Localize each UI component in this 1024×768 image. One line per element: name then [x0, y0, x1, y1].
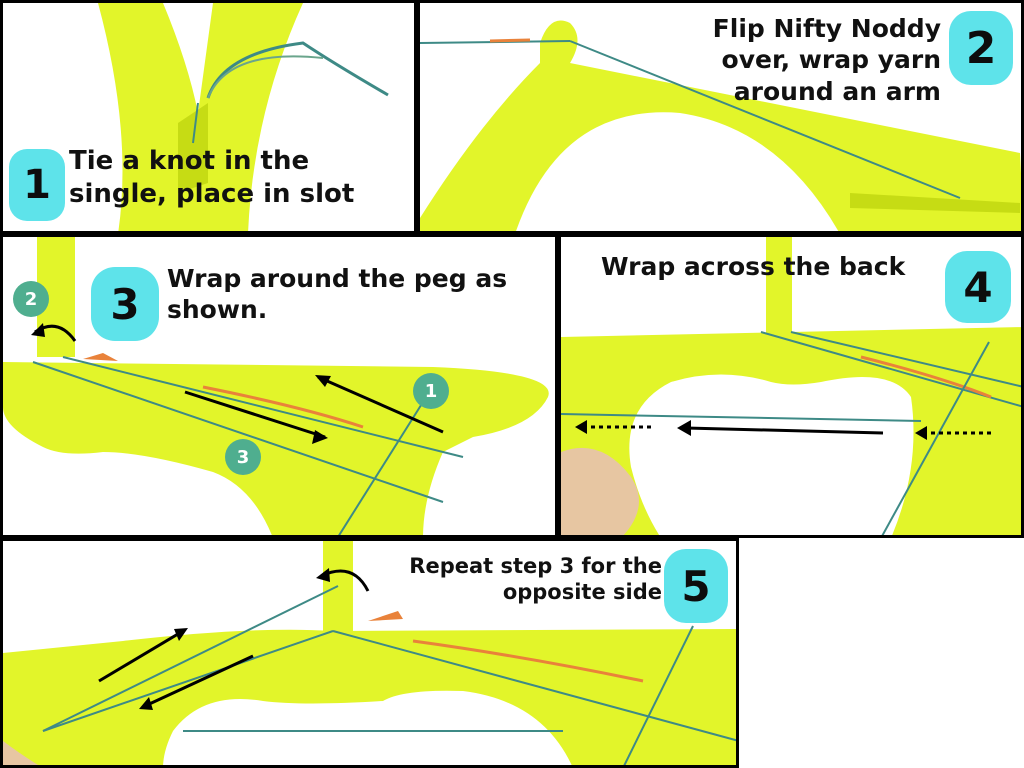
dotted-arrow-icon	[915, 426, 991, 440]
straight-arrow-icon	[184, 390, 328, 444]
step-1-caption: Tie a knot in the single, place in slot	[69, 146, 355, 209]
curved-arrow-icon	[316, 568, 370, 592]
step-1-badge: 1	[9, 149, 65, 221]
dotted-arrow-icon	[575, 420, 651, 434]
step-1-panel: 1 Tie a knot in the single, place in slo…	[0, 0, 417, 234]
step-4-caption: Wrap across the back	[601, 252, 906, 281]
straight-arrow-icon	[677, 420, 884, 436]
step-5-photo	[3, 541, 736, 765]
step-1-photo	[98, 3, 389, 231]
step-3-marker-1: 1	[413, 373, 449, 409]
step-4-badge: 4	[945, 251, 1011, 323]
step-5-panel: Repeat step 3 for the opposite side 5	[0, 538, 739, 768]
step-2-badge: 2	[949, 11, 1013, 85]
step-3-marker-3: 3	[225, 439, 261, 475]
curved-arrow-icon	[31, 323, 77, 342]
step-3-marker-2: 2	[13, 281, 49, 317]
step-2-photo	[420, 20, 1021, 231]
step-2-panel: Flip Nifty Noddy over, wrap yarn around …	[417, 0, 1024, 234]
step-3-panel: 2 1 3 3 Wrap around the peg as shown.	[0, 234, 558, 538]
step-4-panel: Wrap across the back 4	[558, 234, 1024, 538]
straight-arrow-icon	[315, 375, 444, 434]
straight-arrow-icon	[139, 654, 254, 710]
step-4-photo	[561, 237, 1021, 535]
step-2-caption: Flip Nifty Noddy over, wrap yarn around …	[712, 14, 941, 106]
step-3-badge: 3	[91, 267, 159, 341]
step-5-badge: 5	[664, 549, 728, 623]
step-5-caption: Repeat step 3 for the opposite side	[409, 554, 662, 605]
straight-arrow-icon	[98, 628, 188, 683]
step-3-caption: Wrap around the peg as shown.	[167, 264, 508, 325]
